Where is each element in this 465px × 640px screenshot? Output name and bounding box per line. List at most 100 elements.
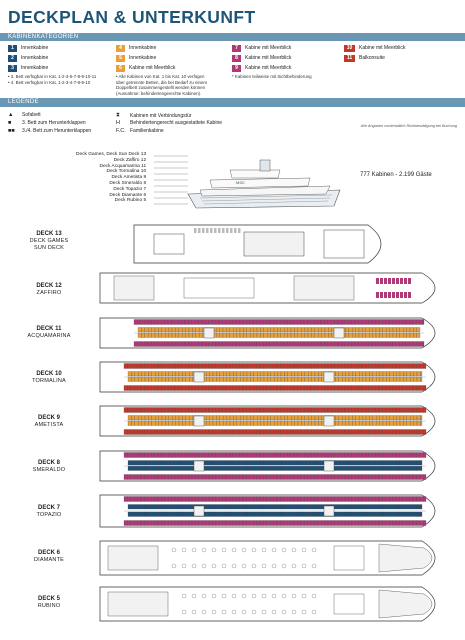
deck-label-11: DECK 11 ACQUAMARINA: [8, 326, 90, 340]
cabin-row-outer: [382, 363, 386, 369]
cabin-row-inner: [362, 511, 367, 517]
cabin-row-inner: [206, 371, 210, 377]
cabin-row-outer: [147, 363, 152, 369]
cabin-row-inner: [185, 332, 190, 338]
cabin-row-outer: [212, 407, 216, 413]
cabin-row-outer: [144, 429, 148, 435]
cabin-row-inner: [287, 332, 292, 338]
cabin-row-outer: [236, 520, 240, 526]
cabin-row-inner: [236, 504, 241, 510]
deck-plan-10: [99, 361, 436, 393]
cabin-row-outer: [351, 341, 356, 347]
cabin-row-inner: [290, 327, 295, 333]
cabin-row-outer: [406, 363, 410, 369]
cabin-row-outer: [127, 407, 131, 413]
deck-plan-13: [133, 224, 382, 264]
cabin-row-inner: [345, 460, 350, 466]
cabin-row-outer: [321, 429, 325, 435]
cabin-row-inner: [406, 465, 411, 471]
cabin-row-outer: [317, 520, 322, 526]
cabin-row-outer: [365, 520, 369, 526]
cabin-row-outer: [239, 385, 244, 391]
cabin-row-outer: [331, 452, 335, 458]
cabin-row-outer: [154, 341, 158, 347]
cabin-row-outer: [375, 407, 380, 413]
cabin-row-inner: [280, 332, 285, 338]
cabin-row-inner: [229, 420, 234, 426]
cabin-row-outer: [341, 520, 346, 526]
cabin-row-outer: [382, 452, 386, 458]
cabin-row-outer: [239, 452, 244, 458]
cabin-row-inner: [420, 376, 423, 382]
cabin-row-inner: [144, 504, 149, 510]
cabin-row-inner: [243, 327, 247, 333]
category-number: 9: [232, 64, 241, 72]
cabin-row-inner: [270, 511, 275, 517]
cabin-row-outer: [371, 319, 376, 325]
cabin-row-outer: [365, 319, 369, 325]
cabin-row-outer: [283, 429, 288, 435]
cabin-row-outer: [402, 429, 407, 435]
cabin-row-inner: [243, 415, 248, 421]
cabin-row-inner: [379, 460, 384, 466]
cabin-row-outer: [236, 474, 240, 480]
cabin-row-inner: [189, 460, 193, 466]
cabin-row-inner: [189, 415, 193, 421]
cabin-row-inner: [297, 371, 302, 377]
cabin-row-outer: [157, 341, 162, 347]
capacity-label: 777 Kabinen - 2.199 Gäste: [360, 172, 432, 178]
cabin-row-outer: [208, 407, 213, 413]
cabin-row-inner: [406, 332, 411, 338]
cabin-row-outer: [378, 429, 383, 435]
cabin-row-inner: [131, 420, 135, 426]
cabin-row-outer: [168, 429, 172, 435]
cabin-row-outer: [314, 319, 318, 325]
cabin-row-outer: [185, 429, 189, 435]
cabin-row-outer: [372, 496, 376, 502]
cabin-row-outer: [310, 407, 315, 413]
cabin-row-outer: [140, 452, 145, 458]
cabin-row-outer: [253, 452, 257, 458]
cabin-row-inner: [172, 511, 176, 517]
cabin-row-inner: [216, 332, 220, 338]
cabin-row-inner: [168, 460, 173, 466]
cabin-row-inner: [403, 460, 407, 466]
cabin-row-outer: [341, 385, 346, 391]
cabin-row-inner: [274, 511, 278, 517]
cabin-row-outer: [195, 319, 199, 325]
cabin-row-outer: [164, 319, 169, 325]
cabin-row-inner: [396, 420, 401, 426]
cabin-row-inner: [175, 420, 180, 426]
cabin-row-outer: [222, 474, 227, 480]
cabin-row-outer: [181, 520, 186, 526]
table: [291, 563, 297, 569]
cabin-row-outer: [317, 407, 322, 413]
cabin-row-inner: [216, 376, 220, 382]
cabin-row-outer: [321, 520, 325, 526]
cabin-row-outer: [212, 520, 216, 526]
cabin-row-inner: [165, 332, 169, 338]
deck-plan-5: [99, 586, 436, 622]
table: [191, 609, 197, 615]
cabin-row-outer: [382, 319, 386, 325]
cabin-row-outer: [266, 452, 271, 458]
legend-item: F.C. Familienkabine: [116, 128, 164, 134]
cabin-row-inner: [277, 415, 282, 421]
cabin-row-inner: [243, 371, 248, 377]
sun-lounger: [214, 228, 217, 233]
cabin-row-inner: [257, 465, 261, 471]
cabin-row-outer: [338, 452, 342, 458]
cabin-row-outer: [225, 319, 230, 325]
cabin-row-outer: [256, 496, 261, 502]
cabin-row-inner: [345, 415, 350, 421]
cabin-row-inner: [188, 332, 193, 338]
table: [301, 593, 307, 599]
legend-item: ⧗ Kabinen mit Verbindungstür: [116, 112, 191, 119]
cabin-row-outer: [201, 341, 206, 347]
cabin-row-outer: [151, 452, 155, 458]
cabin-row-outer: [399, 341, 403, 347]
cabin-row-outer: [130, 429, 135, 435]
cabin-row-outer: [164, 429, 169, 435]
cabin-row-outer: [198, 407, 203, 413]
cabin-row-inner: [406, 460, 411, 466]
